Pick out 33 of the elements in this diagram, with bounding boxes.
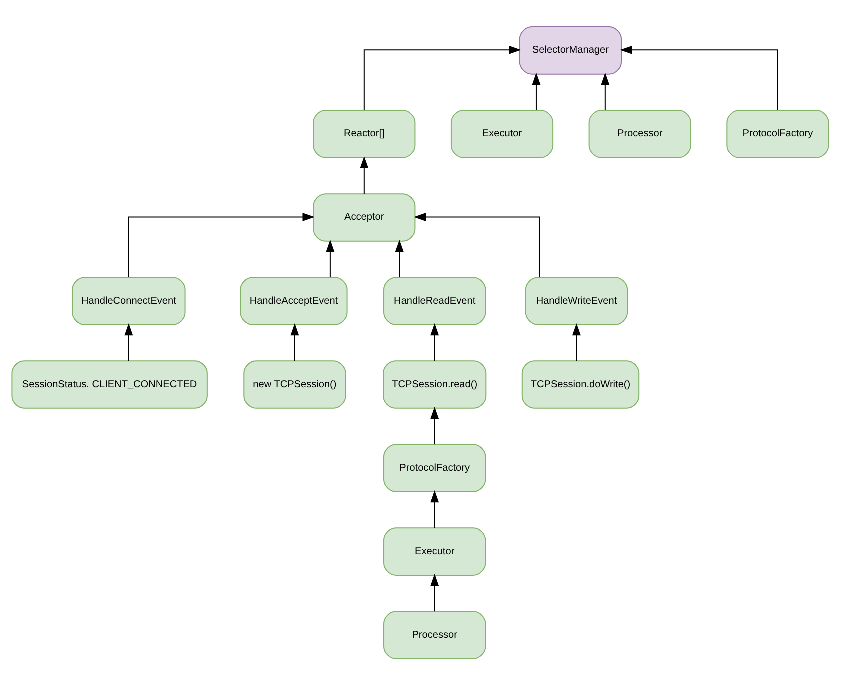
arrow bbox=[620, 45, 778, 110]
node-box: SessionStatus. CLIENT_CONNECTED bbox=[12, 360, 208, 408]
node-box: ProtocolFactory bbox=[384, 444, 486, 492]
arrow bbox=[326, 239, 335, 278]
arrow bbox=[124, 322, 134, 361]
node-box: Acceptor bbox=[313, 193, 416, 242]
node-box: TCPSession.doWrite() bbox=[522, 360, 640, 408]
arrow bbox=[414, 212, 540, 277]
arrow bbox=[430, 490, 440, 528]
node-box: Executor bbox=[384, 527, 486, 576]
arrow bbox=[360, 156, 369, 194]
node-box: Reactor[] bbox=[313, 110, 416, 158]
node-box: HandleConnectEvent bbox=[72, 276, 186, 325]
node-box: Executor bbox=[450, 110, 554, 158]
arrow bbox=[430, 322, 440, 361]
node-box: new TCPSession() bbox=[244, 360, 346, 408]
node-box: ProtocolFactory bbox=[726, 110, 830, 158]
arrow bbox=[395, 239, 404, 278]
node-box: Processor bbox=[384, 610, 486, 659]
node-box: SelectorManager bbox=[519, 26, 622, 74]
node-box: HandleWriteEvent bbox=[525, 276, 628, 325]
arrow bbox=[430, 574, 440, 612]
arrow bbox=[532, 72, 541, 110]
node-box: TCPSession.read() bbox=[383, 360, 487, 408]
node-box: Processor bbox=[588, 110, 692, 158]
node-box: HandleReadEvent bbox=[384, 276, 486, 325]
node-box: HandleAcceptEvent bbox=[240, 276, 348, 325]
arrow bbox=[290, 322, 300, 361]
arrow bbox=[128, 212, 315, 277]
arrow bbox=[430, 406, 440, 444]
arrow bbox=[572, 322, 581, 361]
arrow bbox=[364, 45, 522, 110]
arrow bbox=[601, 72, 610, 110]
